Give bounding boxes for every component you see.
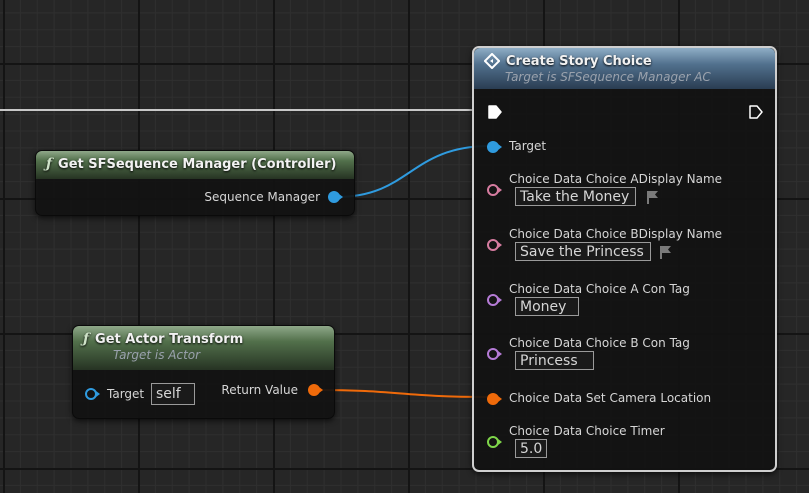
choice-b-tag-pin[interactable]: [487, 348, 502, 360]
sequence-manager-output-pin[interactable]: [328, 191, 343, 203]
create-story-choice-node[interactable]: Create Story Choice Target is SFSequence…: [472, 46, 777, 472]
exec-in-icon[interactable]: [488, 105, 502, 119]
camera-location-label: Choice Data Set Camera Location: [509, 391, 712, 405]
node-subtitle: Target is Actor: [113, 348, 201, 362]
target-self-field[interactable]: self: [151, 383, 195, 405]
target-label: Target: [107, 387, 145, 401]
flag-icon[interactable]: [658, 245, 672, 259]
event-diamond-icon: [484, 53, 500, 69]
node-header[interactable]: ƒ Get Actor Transform Target is Actor: [73, 326, 334, 370]
node-title: Get Actor Transform: [95, 331, 244, 347]
node-subtitle: Target is SFSequence Manager AC: [505, 70, 711, 84]
camera-location-pin[interactable]: [487, 393, 502, 405]
return-value-label: Return Value: [221, 383, 298, 397]
target-input-pin[interactable]: [85, 388, 100, 400]
sequence-manager-wire[interactable]: [336, 145, 491, 198]
choice-a-tag-input[interactable]: Money: [515, 297, 579, 316]
choice-a-name-input[interactable]: Take the Money: [515, 187, 636, 206]
function-icon: ƒ: [83, 331, 90, 347]
exec-out-icon[interactable]: [749, 105, 763, 119]
transform-wire[interactable]: [315, 389, 491, 398]
choice-a-tag-label: Choice Data Choice A Con Tag: [509, 282, 690, 296]
return-value-output-pin[interactable]: [308, 384, 323, 396]
choice-b-tag-input[interactable]: Princess: [515, 351, 594, 370]
sequence-manager-label: Sequence Manager: [204, 190, 320, 204]
target-label: Target: [509, 139, 547, 153]
get-actor-transform-node[interactable]: ƒ Get Actor Transform Target is Actor Ta…: [72, 325, 335, 419]
function-icon: ƒ: [46, 156, 53, 172]
node-header[interactable]: Create Story Choice Target is SFSequence…: [474, 48, 775, 89]
choice-timer-pin[interactable]: [487, 436, 502, 448]
get-sequence-manager-node[interactable]: ƒ Get SFSequence Manager (Controller) Se…: [35, 150, 355, 216]
choice-b-name-input[interactable]: Save the Princess: [515, 242, 651, 261]
choice-b-name-pin[interactable]: [487, 239, 502, 251]
node-title: Create Story Choice: [506, 53, 652, 69]
choice-b-name-label: Choice Data Choice BDisplay Name: [509, 227, 723, 241]
choice-a-tag-pin[interactable]: [487, 294, 502, 306]
target-input-pin[interactable]: [487, 141, 502, 153]
choice-timer-input[interactable]: 5.0: [515, 439, 547, 458]
choice-timer-label: Choice Data Choice Timer: [509, 424, 665, 438]
choice-a-name-label: Choice Data Choice ADisplay Name: [509, 172, 723, 186]
flag-icon[interactable]: [645, 190, 659, 204]
node-title: Get SFSequence Manager (Controller): [58, 156, 337, 172]
choice-b-tag-label: Choice Data Choice B Con Tag: [509, 336, 690, 350]
node-header[interactable]: ƒ Get SFSequence Manager (Controller): [36, 151, 354, 179]
choice-a-name-pin[interactable]: [487, 184, 502, 196]
